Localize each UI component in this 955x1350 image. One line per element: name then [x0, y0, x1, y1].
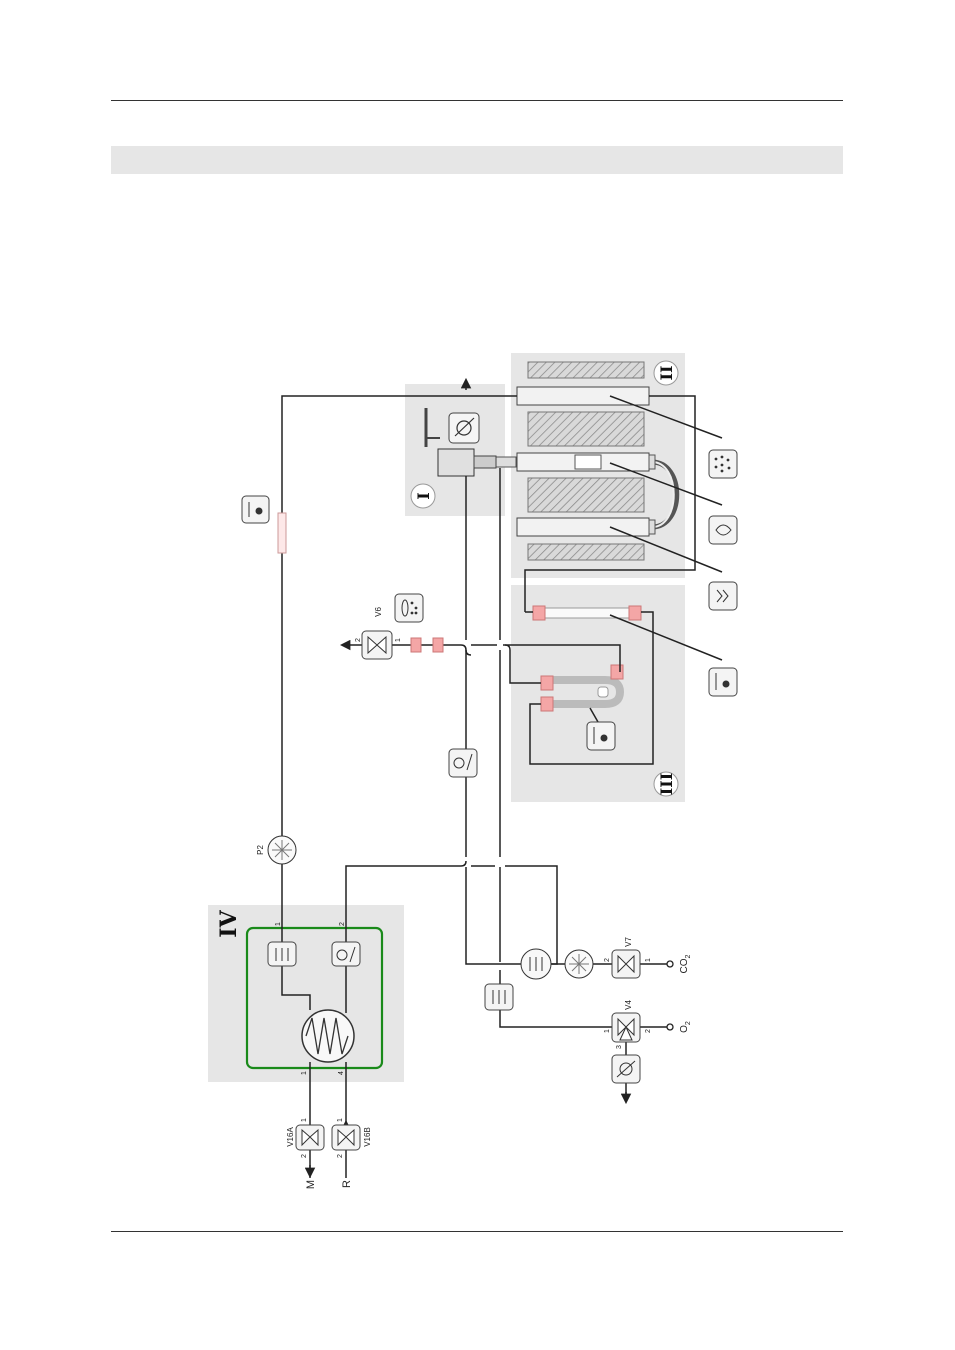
port-label: 1 — [337, 1118, 344, 1122]
sensor-box — [395, 594, 423, 622]
sensor-box — [612, 1055, 640, 1083]
connector — [433, 638, 443, 652]
v4-label: V4 — [624, 1000, 633, 1010]
co2-label: CO2 — [679, 954, 692, 973]
svg-text:O2: O2 — [679, 1021, 692, 1033]
pump-icon — [272, 840, 292, 860]
sensor-box — [709, 450, 737, 478]
connector — [533, 606, 545, 620]
port-label: 1 — [395, 638, 402, 642]
u-tube-window — [598, 687, 608, 697]
sensor-box — [485, 984, 513, 1010]
connector — [611, 665, 623, 679]
v16b-label: V16B — [363, 1127, 372, 1147]
sensor-box — [242, 496, 269, 523]
region-III-label: III — [657, 773, 676, 795]
valve-v16a — [296, 1125, 324, 1150]
pump-icon — [569, 954, 589, 974]
port-label: 2 — [604, 958, 611, 962]
connector — [629, 606, 641, 620]
valve-v6 — [362, 631, 392, 659]
tube-mid-inner — [575, 455, 601, 469]
port-label: 4 — [338, 1071, 345, 1075]
tube-horizontal — [537, 608, 637, 618]
pump-co2 — [565, 950, 593, 978]
p2-label: P2 — [256, 845, 265, 855]
co2-terminal — [667, 961, 673, 967]
tube-cap — [649, 520, 655, 534]
port-label: 1 — [275, 922, 282, 926]
sensor-box — [268, 942, 296, 966]
shaft — [474, 456, 496, 468]
v7-label: V7 — [624, 937, 633, 947]
region-II-badge: II — [654, 361, 678, 385]
motor-block — [438, 449, 474, 476]
pump-p2 — [268, 836, 296, 864]
hatched-block — [528, 362, 644, 378]
hatched-block — [528, 478, 644, 512]
port-label: 1 — [301, 1118, 308, 1122]
region-II-label: II — [657, 366, 676, 381]
sensor-box — [709, 516, 737, 544]
hatched-block — [528, 412, 644, 446]
region-I-badge: I — [411, 484, 435, 508]
port-label: 2 — [339, 922, 346, 926]
o2-terminal — [667, 1024, 673, 1030]
o2-label: O2 — [679, 1021, 692, 1033]
heat-exchanger — [302, 1010, 354, 1062]
valve-v7 — [612, 950, 640, 978]
v16a-label: V16A — [286, 1127, 295, 1147]
port-label: 1 — [604, 1029, 611, 1033]
tube-connector — [494, 457, 516, 467]
tube-cap — [649, 455, 655, 469]
port-label: 1 — [301, 1071, 308, 1075]
connector — [278, 513, 286, 553]
valve-v4 — [612, 1013, 640, 1042]
connector — [411, 638, 421, 652]
valve-v16b — [332, 1125, 360, 1150]
region-IV-label: IV — [216, 909, 242, 937]
port-label: 1 — [645, 958, 652, 962]
outlet-m-label: M — [305, 1180, 317, 1189]
sensor-box — [709, 668, 737, 696]
tube-top — [517, 387, 649, 405]
sensor-box — [709, 582, 737, 610]
sensor-box — [332, 942, 360, 966]
region-I-label: I — [414, 492, 433, 499]
sensor-box — [449, 749, 477, 777]
region-III-badge: III — [654, 772, 678, 796]
port-label: 3 — [616, 1045, 623, 1049]
svg-text:CO2: CO2 — [679, 954, 692, 973]
connector — [541, 697, 553, 711]
port-label: 2 — [355, 638, 362, 642]
v6-label: V6 — [374, 607, 383, 617]
mixer — [521, 949, 551, 979]
port-label: 2 — [301, 1154, 308, 1158]
tube-low — [517, 518, 649, 536]
port-label: 2 — [645, 1029, 652, 1033]
hatched-block — [528, 544, 644, 560]
port-label: 2 — [337, 1154, 344, 1158]
outlet-r-label: R — [341, 1180, 353, 1188]
connector — [541, 676, 553, 690]
sensor-box — [587, 722, 615, 750]
